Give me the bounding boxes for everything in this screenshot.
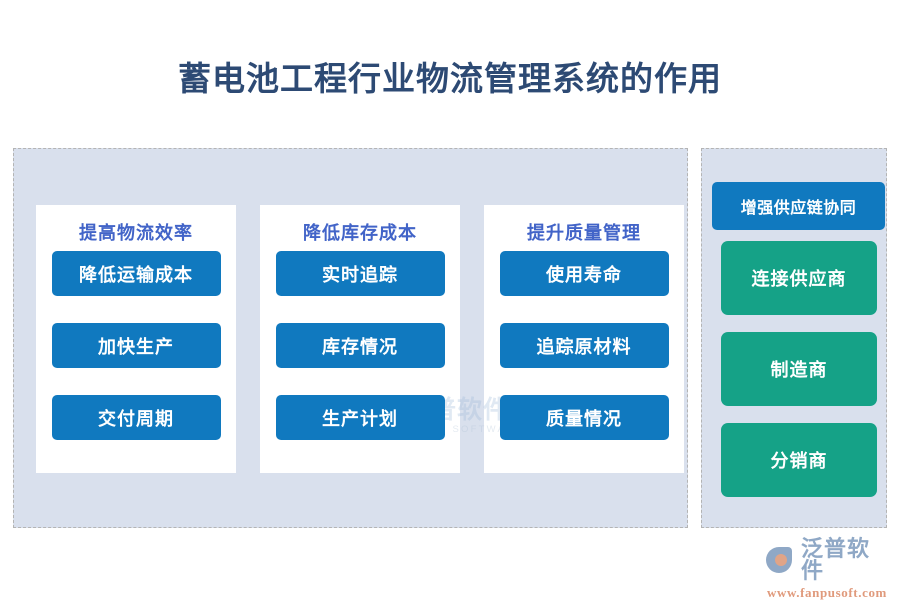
item-chip[interactable]: 质量情况	[499, 395, 669, 440]
chain-chip[interactable]: 制造商	[721, 332, 877, 406]
column-item-list-3: 使用寿命 追踪原材料 质量情况	[484, 251, 684, 440]
chain-chip[interactable]: 分销商	[721, 423, 877, 497]
page-title: 蓄电池工程行业物流管理系统的作用	[178, 62, 722, 98]
column-title-3: 提升质量管理	[527, 223, 641, 243]
column-card-3: 提升质量管理 使用寿命 追踪原材料 质量情况	[484, 205, 684, 473]
fanpu-logo-icon	[766, 545, 796, 575]
column-group: 提高物流效率 降低运输成本 加快生产 交付周期 降低库存成本 实时追踪 库存情况…	[36, 205, 684, 473]
item-chip[interactable]: 加快生产	[51, 323, 221, 368]
item-chip[interactable]: 实时追踪	[275, 251, 445, 296]
item-chip[interactable]: 交付周期	[51, 395, 221, 440]
column-card-2: 降低库存成本 实时追踪 库存情况 生产计划	[260, 205, 460, 473]
item-chip[interactable]: 追踪原材料	[499, 323, 669, 368]
left-panel: 提高物流效率 降低运输成本 加快生产 交付周期 降低库存成本 实时追踪 库存情况…	[13, 148, 688, 528]
item-chip[interactable]: 降低运输成本	[51, 251, 221, 296]
brand-url: www.fanpusoft.com	[767, 585, 887, 600]
brand-logo: 泛普软件 www.fanpusoft.com	[766, 538, 890, 600]
brand-row: 泛普软件	[766, 538, 890, 582]
column-item-list-2: 实时追踪 库存情况 生产计划	[260, 251, 460, 440]
right-panel: 增强供应链协同 连接供应商 制造商 分销商	[701, 148, 887, 528]
column-title-1: 提高物流效率	[79, 223, 193, 243]
item-chip[interactable]: 生产计划	[275, 395, 445, 440]
column-item-list-1: 降低运输成本 加快生产 交付周期	[36, 251, 236, 440]
item-chip[interactable]: 使用寿命	[499, 251, 669, 296]
brand-name-cn: 泛普软件	[801, 536, 871, 583]
supply-chain-header[interactable]: 增强供应链协同	[712, 182, 885, 230]
chain-chip[interactable]: 连接供应商	[721, 241, 877, 315]
item-chip[interactable]: 库存情况	[275, 323, 445, 368]
supply-chain-list: 连接供应商 制造商 分销商	[721, 241, 877, 497]
column-card-1: 提高物流效率 降低运输成本 加快生产 交付周期	[36, 205, 236, 473]
column-title-2: 降低库存成本	[303, 223, 417, 243]
